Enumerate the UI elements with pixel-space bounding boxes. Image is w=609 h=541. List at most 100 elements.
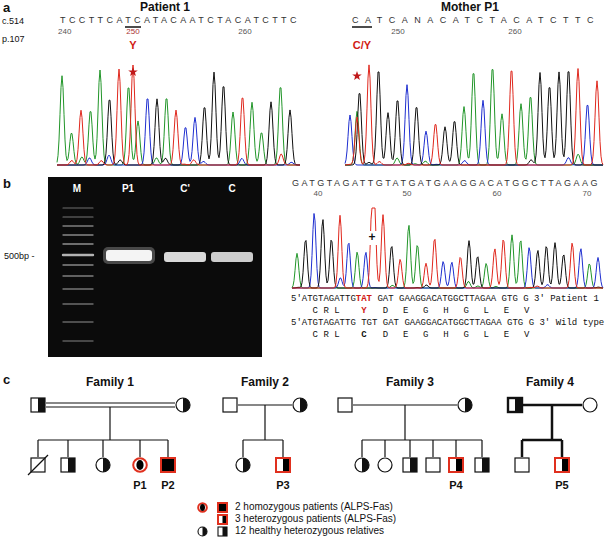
symbol-outline <box>133 458 147 472</box>
pedigree-symbol <box>449 458 463 472</box>
base-sequence: CATCANACATCTACATCTTC <box>352 15 600 25</box>
codon-sequence: 5'ATGTAGATTG TGT GAT GAAGGACATGGCTTAGAA … <box>291 318 604 328</box>
family-label: Family 3 <box>386 376 434 390</box>
unaffected-male <box>515 458 529 472</box>
column-heading: Patient 1 <box>140 1 190 15</box>
symbol-fill <box>136 460 143 470</box>
amino-acid: D E G H G L E V <box>383 330 534 340</box>
trace-line <box>345 70 603 165</box>
carrier-male <box>61 458 75 472</box>
mutation-marker: + <box>367 231 378 245</box>
unaffected-male <box>338 398 352 412</box>
symbol-fill <box>283 459 289 471</box>
patient-label: P4 <box>449 479 462 492</box>
descent-line <box>551 405 554 440</box>
symbol-shape <box>132 457 148 473</box>
column-heading: Mother P1 <box>441 1 499 15</box>
trace-line <box>345 72 603 165</box>
legend-symbol <box>193 514 233 526</box>
symbol-fill <box>562 459 568 471</box>
child-line <box>481 440 482 457</box>
panel-letter: a <box>3 1 10 16</box>
ladder-band <box>63 321 93 322</box>
base-call: C/Y <box>353 39 371 52</box>
base-call: Y <box>129 39 136 52</box>
symbol-outline <box>198 503 207 512</box>
pedigree-symbol <box>555 458 569 472</box>
amino-acid: C R L <box>313 330 340 340</box>
gel-image <box>48 177 262 357</box>
patient-label: P5 <box>555 479 568 492</box>
legend-text: 3 heterozygous patients (ALPS-Fas) <box>235 513 396 525</box>
symbol-outline <box>449 458 463 472</box>
carrier-female <box>236 458 250 472</box>
patient-symbol: P1 <box>132 457 148 473</box>
ladder-band <box>63 243 93 244</box>
patient-symbol: P5 <box>554 457 570 473</box>
unaffected-female <box>583 398 597 412</box>
child-line <box>242 440 243 457</box>
position-label: c.514 <box>2 16 24 26</box>
child-line <box>561 440 564 457</box>
consanguinity-line <box>46 402 175 403</box>
patient-symbol: P2 <box>160 457 176 473</box>
family-label: Family 4 <box>526 376 574 390</box>
codon-sequence: 5'ATGTAGATTG <box>291 294 356 304</box>
patient-label: P1 <box>133 479 146 492</box>
symbol-fill <box>223 516 227 523</box>
symbol-fill <box>200 504 205 511</box>
pedigree-symbol <box>218 527 227 536</box>
trace-line <box>292 213 603 288</box>
child-line <box>384 440 385 457</box>
carrier-female <box>96 458 110 472</box>
chromatogram-trace <box>292 208 603 288</box>
ladder-band <box>63 275 93 276</box>
carrier-male <box>475 458 489 472</box>
position-number: 260 <box>508 27 521 36</box>
symbol-outline <box>161 458 175 472</box>
legend-text: 12 healthy heterozygous relatives <box>235 525 384 537</box>
pedigree-symbol <box>198 503 207 512</box>
carrier-male <box>508 398 522 412</box>
descent-line <box>109 407 110 440</box>
symbol-fill <box>223 527 228 536</box>
symbol-outline <box>276 458 290 472</box>
legend-text: 2 homozygous patients (ALPS-Fas) <box>235 501 393 513</box>
pedigree-symbol <box>218 503 227 512</box>
panel-letter: b <box>3 177 11 192</box>
carrier-female <box>355 458 369 472</box>
patient-label: P3 <box>276 479 289 492</box>
pedigree-lines <box>38 403 582 457</box>
codon-underline <box>352 26 372 28</box>
gel-band <box>211 252 253 262</box>
base-sequence: GATGTAGATTGTATGATGAAGGACATGGCTTAGAAG <box>292 178 600 188</box>
carrier-female <box>293 398 307 412</box>
child-line <box>139 440 140 457</box>
ladder-band <box>63 264 93 265</box>
patient-symbol: P3 <box>275 457 291 473</box>
child-line <box>37 440 38 457</box>
panel-letter: c <box>3 373 10 388</box>
trace-line <box>292 208 603 288</box>
child-line <box>67 440 68 457</box>
carrier-male <box>403 458 417 472</box>
gel-band <box>164 252 206 262</box>
child-line <box>361 440 362 457</box>
ladder-band <box>63 340 93 341</box>
position-label: p.107 <box>2 34 25 44</box>
ladder-band <box>63 234 93 235</box>
mutation-star <box>128 67 138 76</box>
sibship-line <box>243 439 283 440</box>
symbol-shape <box>554 457 570 473</box>
position-number: 60 <box>493 189 502 198</box>
size-marker: 500bp - <box>4 251 35 261</box>
symbol-fill <box>203 527 208 536</box>
position-number: 70 <box>583 189 592 198</box>
child-line <box>282 440 283 457</box>
descent-line <box>404 405 405 440</box>
base-sequence: TCCTTCATCATACAATCTACATCTTC <box>60 15 300 25</box>
trace-line <box>57 72 300 165</box>
pedigree-symbol <box>161 458 175 472</box>
lane-label: M <box>73 183 81 195</box>
